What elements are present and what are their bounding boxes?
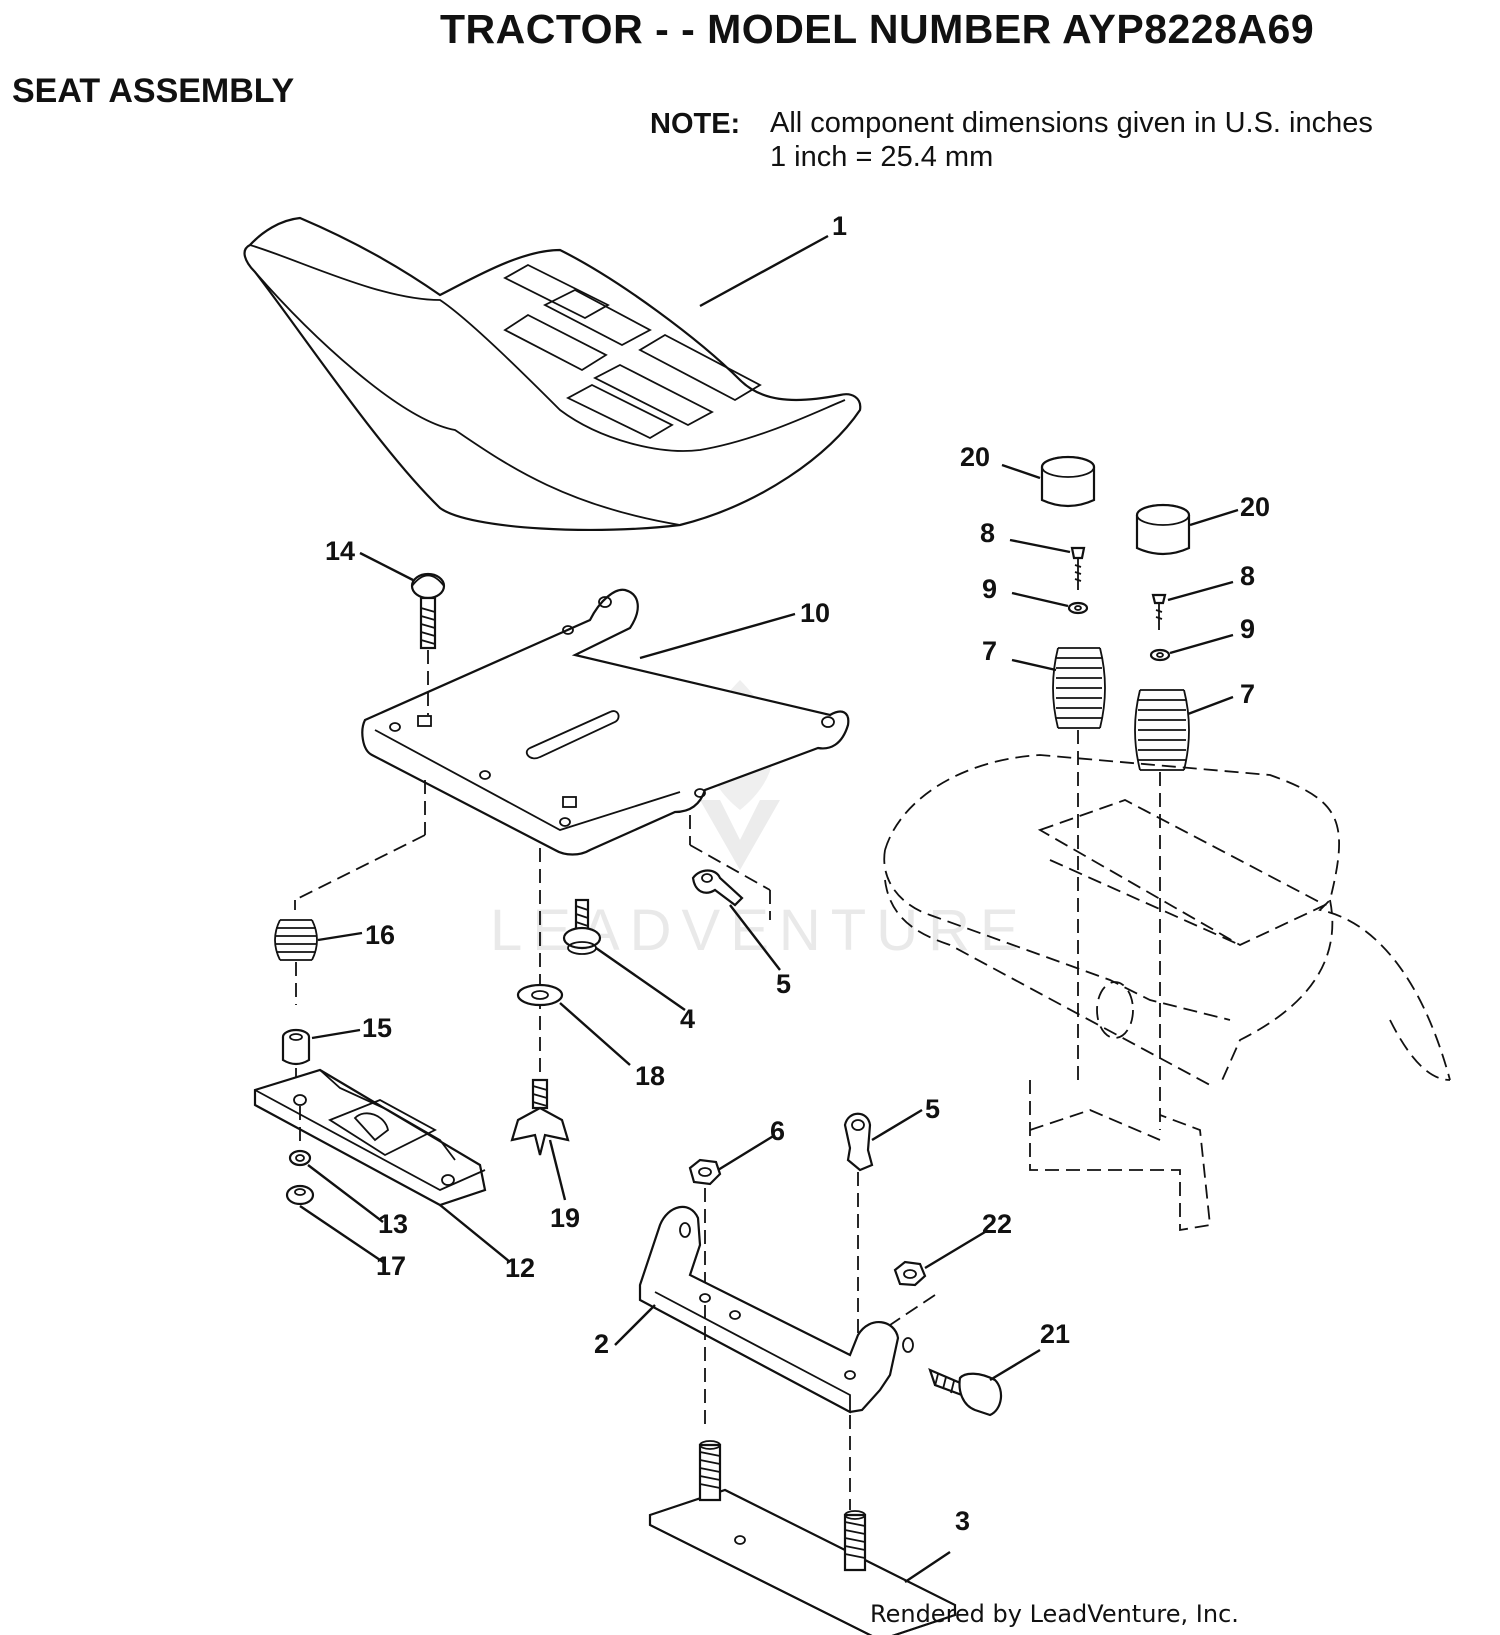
note-label: NOTE: [650, 108, 741, 140]
hex-nut-part [688, 1133, 776, 1285]
callout-20-right: 20 [1240, 492, 1270, 522]
callout-18: 18 [635, 1061, 665, 1091]
bumper-left-part [1001, 455, 1096, 508]
note-line-2: 1 inch = 25.4 mm [770, 141, 994, 173]
callout-17: 17 [376, 1251, 406, 1281]
bumper-right-part [1135, 503, 1239, 556]
base-plate-part [648, 1440, 957, 1635]
screw-left-part [1009, 538, 1086, 590]
callout-5-upper: 5 [776, 969, 791, 999]
mounting-bracket-part [614, 1205, 914, 1510]
fender-reference [883, 754, 1451, 1232]
small-spring-part [274, 919, 363, 1005]
callout-3: 3 [955, 1506, 970, 1536]
seat-part [243, 216, 862, 532]
callout-8-right: 8 [1240, 561, 1255, 591]
section-title: SEAT ASSEMBLY [12, 72, 295, 110]
flange-nut-part [285, 1184, 384, 1263]
callout-2: 2 [594, 1329, 609, 1359]
carriage-bolt-part [359, 551, 446, 715]
shoulder-bolt-part [562, 898, 686, 1011]
lock-washer-left-part [1011, 591, 1089, 615]
lower-clip-part [843, 1108, 923, 1375]
callout-6: 6 [770, 1116, 785, 1146]
callout-21: 21 [1040, 1319, 1070, 1349]
callout-1: 1 [832, 211, 847, 241]
guide-line [294, 834, 426, 901]
callout-7-left: 7 [982, 636, 997, 666]
callout-10: 10 [800, 598, 830, 628]
washer-part [516, 983, 631, 1066]
callout-22: 22 [982, 1209, 1012, 1239]
knob-part [510, 1078, 570, 1201]
callout-19: 19 [550, 1203, 580, 1233]
bracket-plate-part [253, 1068, 511, 1263]
guide-line [689, 844, 771, 891]
nut-part [288, 1149, 384, 1223]
callout-12: 12 [505, 1253, 535, 1283]
lock-washer-right-part [1149, 633, 1234, 662]
callout-9-right: 9 [1240, 614, 1255, 644]
callout-14: 14 [325, 536, 355, 566]
callout-15: 15 [362, 1013, 392, 1043]
seat-pan-part [361, 588, 850, 856]
upper-clip-part [691, 869, 781, 971]
callout-4: 4 [680, 1004, 695, 1034]
screw-right-part [1151, 580, 1234, 630]
footer-credit: Rendered by LeadVenture, Inc. [870, 1600, 1239, 1628]
callout-9-left: 9 [982, 574, 997, 604]
callout-20-left: 20 [960, 442, 990, 472]
note-line-1: All component dimensions given in U.S. i… [770, 107, 1373, 139]
spacer-part [281, 1028, 361, 1085]
callout-16: 16 [365, 920, 395, 950]
spring-left-part [1011, 647, 1106, 1080]
diagram-title: TRACTOR - - MODEL NUMBER AYP8228A69 [440, 6, 1315, 52]
callout-5-lower: 5 [925, 1094, 940, 1124]
hex-bolt-part [928, 1348, 1041, 1417]
spring-right-part [1134, 689, 1234, 1130]
callout-13: 13 [378, 1209, 408, 1239]
callout-7-right: 7 [1240, 679, 1255, 709]
callout-8-left: 8 [980, 518, 995, 548]
